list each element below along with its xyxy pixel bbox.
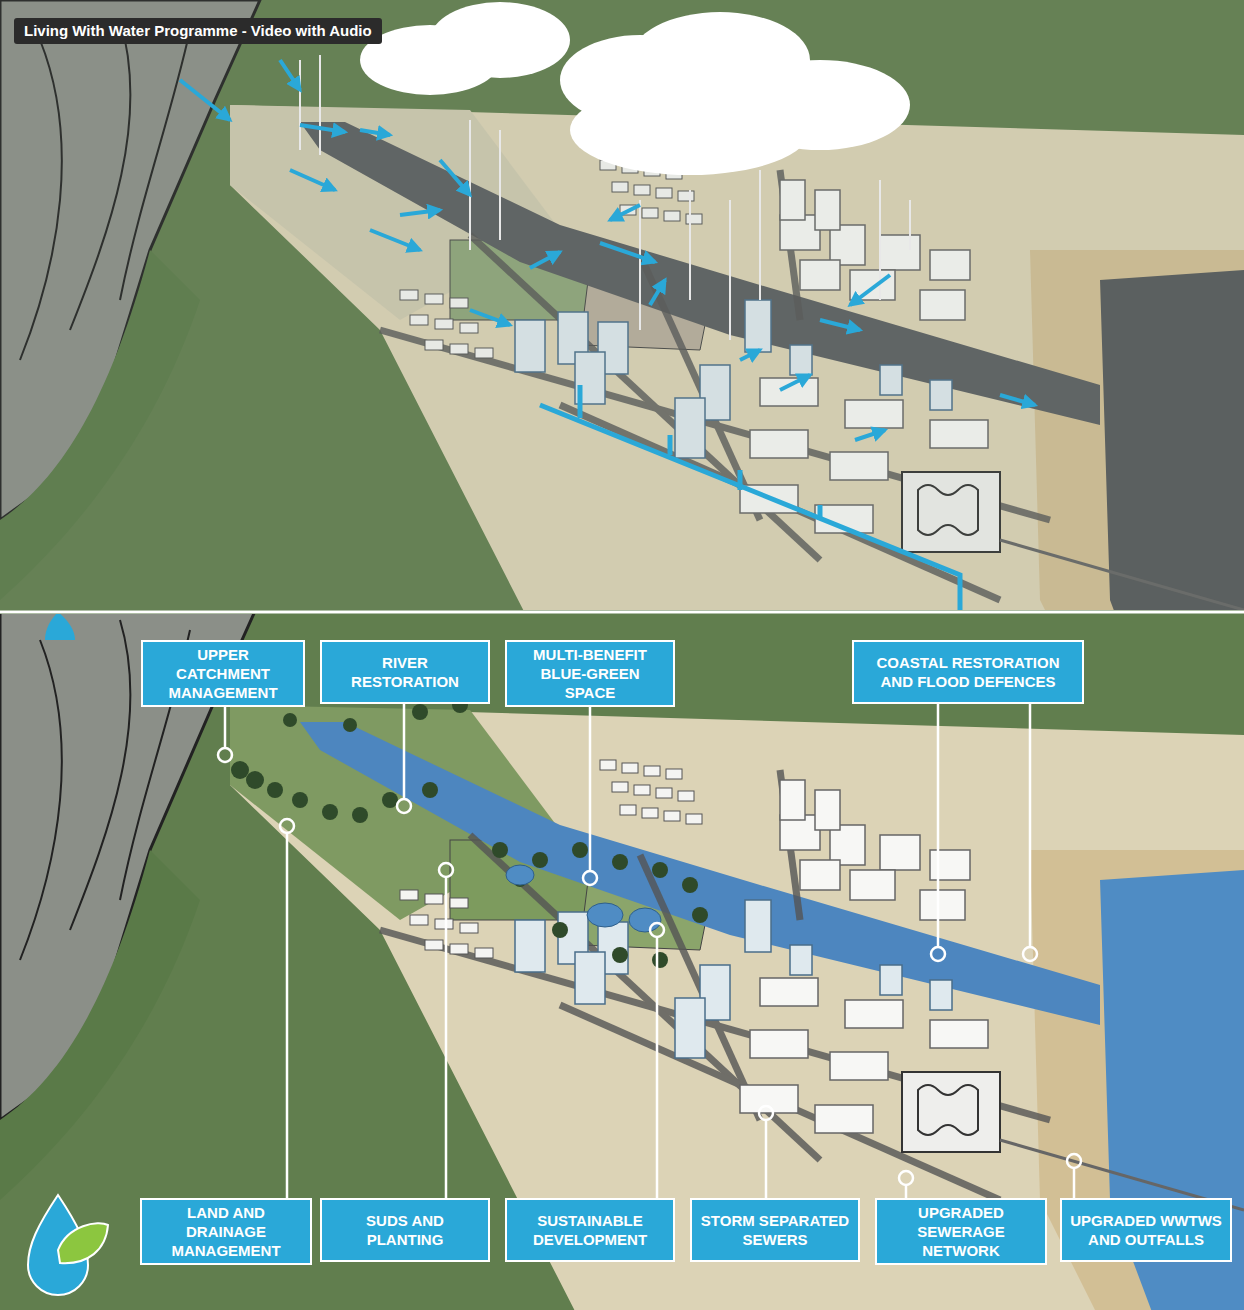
label-box: UPGRADED WWTWS AND OUTFALLS — [1060, 1198, 1232, 1262]
label-text: COASTAL RESTORATION AND FLOOD DEFENCES — [862, 653, 1074, 691]
label-box: STORM SEPARATED SEWERS — [690, 1198, 860, 1262]
label-text: SUDS AND PLANTING — [330, 1211, 480, 1249]
label-box: UPGRADED SEWERAGE NETWORK — [875, 1198, 1047, 1265]
video-title: Living With Water Programme - Video with… — [14, 18, 382, 44]
label-box: MULTI-BENEFIT BLUE-GREEN SPACE — [505, 640, 675, 707]
label-box: RIVER RESTORATION — [320, 640, 490, 704]
label-text: MULTI-BENEFIT BLUE-GREEN SPACE — [515, 645, 665, 702]
label-text: UPPER CATCHMENT MANAGEMENT — [151, 645, 295, 702]
label-text: LAND AND DRAINAGE MANAGEMENT — [150, 1203, 302, 1260]
label-text: UPGRADED WWTWS AND OUTFALLS — [1070, 1211, 1222, 1249]
label-text: UPGRADED SEWERAGE NETWORK — [885, 1203, 1037, 1260]
label-text: STORM SEPARATED SEWERS — [700, 1211, 850, 1249]
label-box: SUSTAINABLE DEVELOPMENT — [505, 1198, 675, 1262]
label-box: UPPER CATCHMENT MANAGEMENT — [141, 640, 305, 707]
label-box: COASTAL RESTORATION AND FLOOD DEFENCES — [852, 640, 1084, 704]
label-box: LAND AND DRAINAGE MANAGEMENT — [140, 1198, 312, 1265]
label-box: SUDS AND PLANTING — [320, 1198, 490, 1262]
label-text: RIVER RESTORATION — [330, 653, 480, 691]
label-text: SUSTAINABLE DEVELOPMENT — [515, 1211, 665, 1249]
